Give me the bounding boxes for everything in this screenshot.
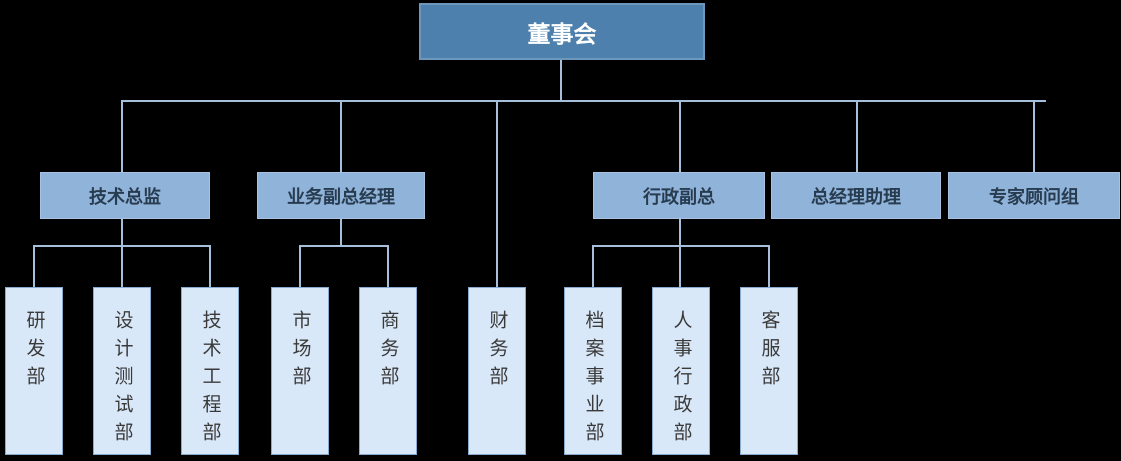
- connector-drop-expert-advisory-group: [1033, 100, 1035, 172]
- node-admin-deputy-gm: 行政副总: [593, 172, 765, 219]
- node-customer-service-dept: 客服部: [740, 287, 798, 455]
- connector-drop-technical-director: [121, 100, 123, 172]
- node-label: 行政副总: [643, 186, 715, 207]
- connector-drop-archives-division: [592, 245, 594, 288]
- connector-drop-customer-service-dept: [768, 245, 770, 288]
- connector-drop-commerce-dept: [387, 245, 389, 288]
- node-technical-director: 技术总监: [40, 172, 210, 219]
- connector-drop-business-deputy-gm: [340, 100, 342, 172]
- node-label: 商务部: [377, 310, 399, 394]
- node-label: 专家顾问组: [989, 186, 1079, 207]
- node-label: 研发部: [23, 310, 45, 394]
- connector-main-rail: [121, 100, 1046, 102]
- connector-drop-gm-assistant: [856, 100, 858, 172]
- node-label: 技术工程部: [199, 310, 221, 450]
- connector-admin-deputy-gm-stem: [679, 218, 681, 288]
- connector-business-deputy-gm-stem: [340, 218, 342, 247]
- connector-drop-rd-dept: [33, 245, 35, 288]
- connector-business-deputy-gm-rail: [299, 245, 389, 247]
- node-commerce-dept: 商务部: [359, 287, 417, 455]
- node-label: 财务部: [486, 310, 508, 394]
- node-archives-division: 档案事业部: [564, 287, 622, 455]
- connector-drop-finance-dept: [496, 100, 498, 288]
- node-rd-dept: 研发部: [5, 287, 63, 455]
- node-board-of-directors: 董事会: [419, 3, 705, 60]
- node-expert-advisory-group: 专家顾问组: [948, 172, 1120, 219]
- node-finance-dept: 财务部: [468, 287, 526, 455]
- node-label: 档案事业部: [582, 310, 604, 450]
- node-label: 人事行政部: [670, 310, 692, 450]
- node-label: 董事会: [527, 20, 597, 47]
- node-hr-admin-dept: 人事行政部: [652, 287, 710, 455]
- node-label: 业务副总经理: [287, 186, 395, 207]
- connector-root-stem: [560, 59, 562, 102]
- node-label: 总经理助理: [811, 186, 901, 207]
- connector-drop-admin-deputy-gm: [679, 100, 681, 172]
- connector-technical-director-stem: [121, 218, 123, 288]
- node-design-testing-dept: 设计测试部: [93, 287, 151, 455]
- node-label: 设计测试部: [111, 310, 133, 450]
- node-marketing-dept: 市场部: [271, 287, 329, 455]
- node-label: 市场部: [289, 310, 311, 394]
- connector-technical-director-rail: [33, 245, 211, 247]
- connector-drop-marketing-dept: [299, 245, 301, 288]
- node-tech-engineering-dept: 技术工程部: [181, 287, 239, 455]
- connector-drop-tech-engineering-dept: [209, 245, 211, 288]
- node-label: 客服部: [758, 310, 780, 394]
- node-business-deputy-gm: 业务副总经理: [257, 172, 425, 219]
- connector-admin-deputy-gm-rail: [592, 245, 770, 247]
- node-gm-assistant: 总经理助理: [771, 172, 941, 219]
- node-label: 技术总监: [89, 186, 161, 207]
